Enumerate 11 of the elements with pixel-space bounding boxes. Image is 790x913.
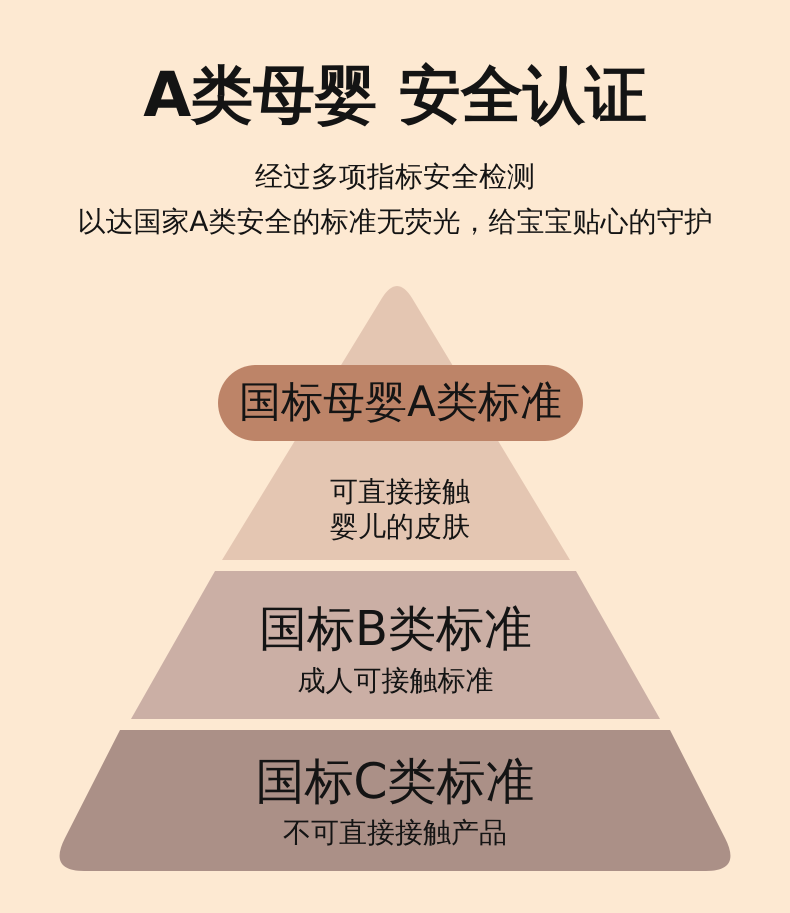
- intro-text: 经过多项指标安全检测: [255, 160, 535, 194]
- tier-description: 成人可接触标准: [298, 664, 494, 698]
- pyramid-middle-tier: [131, 571, 660, 719]
- tier-heading: 国标C类标准: [255, 753, 535, 812]
- tier-heading: 国标B类标准: [259, 601, 532, 659]
- intro-text: 以达国家A类安全的标准无荧光，给宝宝贴心的守护: [77, 205, 713, 239]
- tier-description: 可直接接触婴儿的皮肤: [329, 474, 471, 544]
- tier-description: 不可直接接触产品: [283, 816, 507, 850]
- title: A类母婴 安全认证: [143, 58, 647, 132]
- tier-heading: 国标母婴A类标准: [239, 377, 562, 428]
- pyramid-bottom-tier: [58, 730, 732, 871]
